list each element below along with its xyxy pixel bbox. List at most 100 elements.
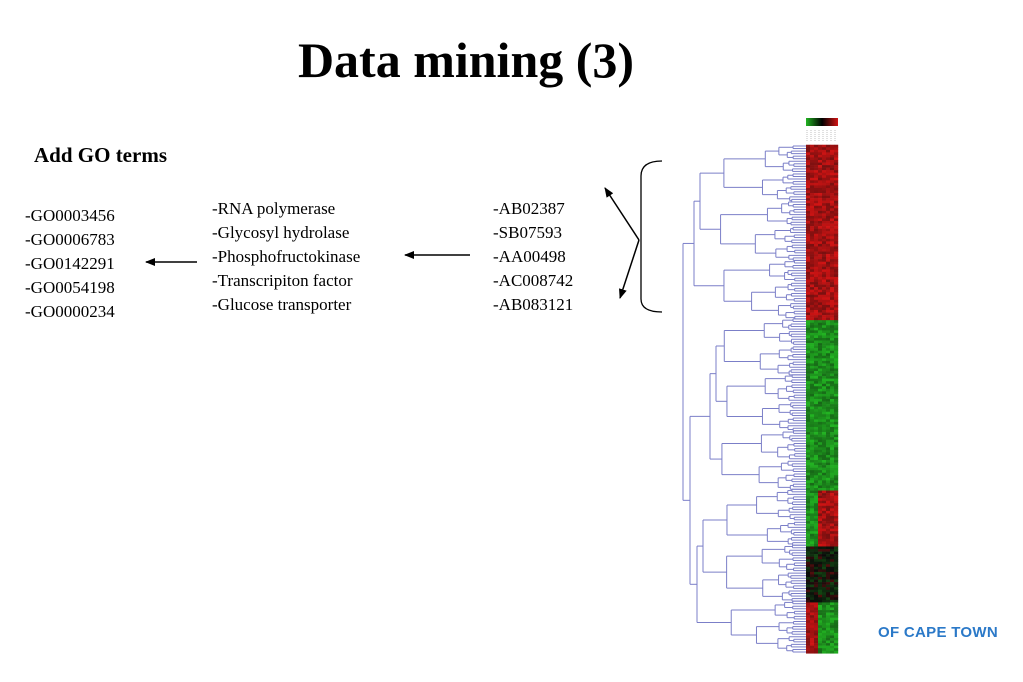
- heatmap-cell: [806, 643, 811, 646]
- heatmap-cell: [810, 485, 815, 489]
- heatmap-cell: [814, 376, 819, 379]
- heatmap-cell: [822, 221, 827, 224]
- heatmap-cell: [806, 538, 811, 542]
- heatmap-cell: [826, 294, 831, 298]
- heatmap-cell: [810, 536, 815, 540]
- heatmap-cell: [830, 554, 835, 557]
- heatmap-cell: [822, 312, 827, 316]
- heatmap-cell: [826, 630, 831, 634]
- heatmap-cell: [830, 460, 835, 463]
- heatmap-cell: [834, 437, 839, 440]
- heatmap-cell: [834, 622, 839, 626]
- heatmap-cell: [822, 503, 827, 507]
- heatmap-cell: [834, 226, 839, 229]
- heatmap-cell: [834, 289, 839, 293]
- heatmap-cell: [806, 254, 811, 257]
- heatmap-cell: [806, 345, 811, 349]
- heatmap-cell: [826, 304, 831, 308]
- heatmap-cell: [814, 602, 819, 606]
- heatmap-cell: [814, 419, 819, 423]
- heatmap-cell: [834, 396, 839, 400]
- heatmap-cell: [806, 574, 811, 578]
- heatmap-cell: [814, 597, 819, 601]
- heatmap-cell: [814, 213, 819, 217]
- heatmap-cell: [818, 195, 823, 199]
- heatmap-cell: [810, 264, 815, 268]
- heatmap-cell: [830, 327, 835, 331]
- heatmap-cell: [834, 549, 839, 552]
- heatmap-cell: [806, 587, 811, 591]
- heatmap-cell: [810, 162, 815, 166]
- heatmap-cell: [822, 454, 827, 458]
- heatmap-cell: [834, 452, 839, 456]
- heatmap-cell: [834, 259, 839, 262]
- heatmap-cell: [814, 617, 819, 621]
- heatmap-cell: [830, 508, 835, 512]
- heatmap-cell: [806, 457, 811, 461]
- heatmap-cell: [806, 317, 811, 321]
- go-term-item: -GO0054198: [25, 278, 115, 297]
- heatmap-cell: [830, 180, 835, 184]
- heatmap-cell: [818, 503, 823, 507]
- heatmap-cell: [834, 251, 839, 255]
- heatmap-cell: [826, 505, 831, 509]
- heatmap-cell: [810, 396, 815, 400]
- heatmap-cell: [834, 335, 839, 339]
- heatmap-cell: [826, 182, 831, 186]
- heatmap-cell: [814, 381, 819, 385]
- heatmap-cell: [814, 330, 819, 334]
- heatmap-cell: [826, 360, 831, 364]
- heatmap-cell: [810, 292, 815, 296]
- heatmap-cell: [818, 630, 823, 634]
- heatmap-cell: [814, 490, 819, 494]
- heatmap-cell: [814, 465, 819, 468]
- heatmap-cell: [806, 493, 811, 496]
- heatmap-cell: [830, 292, 835, 296]
- heatmap-cell: [810, 531, 815, 535]
- heatmap-cell: [822, 576, 827, 580]
- heatmap-cell: [814, 310, 819, 313]
- heatmap-cell: [806, 409, 811, 413]
- heatmap-cell: [806, 360, 811, 364]
- heatmap-cell: [814, 279, 819, 283]
- heatmap-cell: [834, 248, 839, 252]
- heatmap-cell: [826, 475, 831, 479]
- heatmap-cell: [826, 365, 831, 369]
- heatmap-cell: [830, 190, 835, 194]
- heatmap-cell: [806, 498, 811, 502]
- heatmap-cell: [822, 482, 827, 486]
- heatmap-cell: [810, 279, 815, 283]
- heatmap-cell: [814, 627, 819, 631]
- heatmap-cell: [822, 409, 827, 413]
- heatmap-cell: [830, 307, 835, 311]
- heatmap-cell: [822, 180, 827, 184]
- heatmap-cell: [818, 472, 823, 476]
- heatmap-cell: [830, 615, 835, 618]
- heatmap-cell: [822, 307, 827, 311]
- heatmap-cell: [818, 554, 823, 557]
- heatmap-cell: [818, 241, 823, 245]
- heatmap-cell: [834, 182, 839, 186]
- heatmap-cell: [810, 439, 815, 443]
- heatmap-cell: [810, 248, 815, 252]
- heatmap-cell: [814, 205, 819, 209]
- heatmap-cell: [818, 477, 823, 481]
- gene-function-item: -Glycosyl hydrolase: [212, 223, 350, 242]
- heatmap-cell: [814, 162, 819, 166]
- heatmap-cell: [834, 643, 839, 646]
- heatmap-cell: [814, 411, 819, 415]
- heatmap-cell: [830, 426, 835, 430]
- heatmap-cell: [830, 337, 835, 341]
- heatmap-cell: [822, 320, 827, 324]
- heatmap-cell: [826, 546, 831, 550]
- heatmap-cell: [834, 414, 839, 418]
- heatmap-cell: [830, 228, 835, 232]
- heatmap-cell: [814, 259, 819, 262]
- heatmap-cell: [822, 518, 827, 522]
- heatmap-cell: [814, 256, 819, 260]
- heatmap-cell: [814, 541, 819, 545]
- heatmap-cell: [806, 414, 811, 418]
- heatmap-cell: [834, 485, 839, 489]
- heatmap-cell: [826, 404, 831, 407]
- heatmap-cell: [806, 185, 811, 189]
